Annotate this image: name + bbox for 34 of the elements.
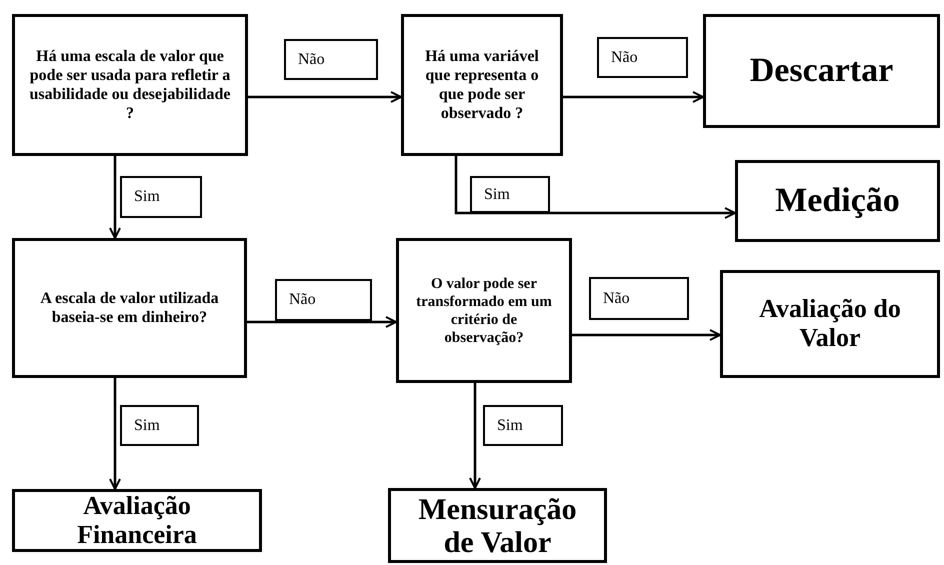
node-text: Descartar [750,52,894,90]
edge-label: Não [589,277,689,320]
node-text: Avaliação Financeira [76,492,198,550]
node-text: A escala de valor utilizada baseia-se em dinheiro? [39,288,220,328]
arrow [109,156,121,239]
edge-label: Não [284,39,378,80]
arrow [572,329,721,341]
arrow [563,91,704,103]
node-text: Há uma escala de valor que pode ser usada para refletir a usabilidade ou desejabilidade ? [29,46,231,124]
arrow [248,91,402,103]
question-box [12,238,247,378]
result-box [720,270,940,378]
result-box [388,488,607,563]
arrow [469,383,481,489]
node-text: Avaliação do Valor [758,295,902,353]
result-box [12,489,262,552]
question-box [12,14,248,156]
node-text: Mensuração de Valor [418,492,577,558]
edge-label: Sim [483,405,563,446]
question-box [401,14,563,156]
edge-label: Sim [120,176,202,218]
arrow [247,316,397,328]
edge-label: Sim [120,405,199,446]
node-text: Medição [775,182,900,220]
arrow [109,378,121,490]
node-text: O valor pode ser transformado em um critério de observação? [415,274,553,346]
result-box [735,160,940,242]
result-box [703,14,940,128]
edge-label: Sim [470,176,550,213]
edge-label: Não [275,279,372,321]
question-box [396,238,572,383]
arrow [454,156,736,219]
node-text: Há uma variável que representa o que pode ser observado ? [424,46,540,124]
edge-label: Não [597,37,688,78]
